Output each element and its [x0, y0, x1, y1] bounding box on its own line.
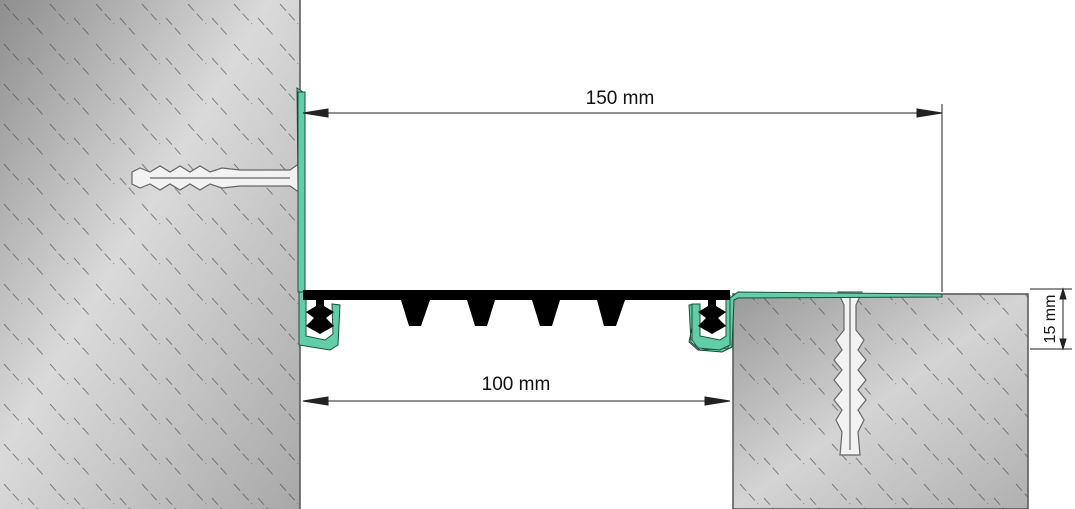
left-wall: [0, 0, 301, 509]
rubber-seal: [303, 290, 730, 334]
dimension-label-100: 100 mm: [482, 374, 551, 395]
dimension-label-15: 15 mm: [1042, 295, 1059, 344]
dimension-15mm: [1030, 287, 1072, 351]
dimension-label-150: 150 mm: [586, 88, 655, 109]
dimension-150mm: [302, 104, 943, 292]
aluminium-profile: [296, 87, 943, 353]
dimension-100mm: [302, 396, 731, 406]
right-floor-block: [732, 293, 1029, 509]
floor-anchor: [833, 291, 867, 456]
